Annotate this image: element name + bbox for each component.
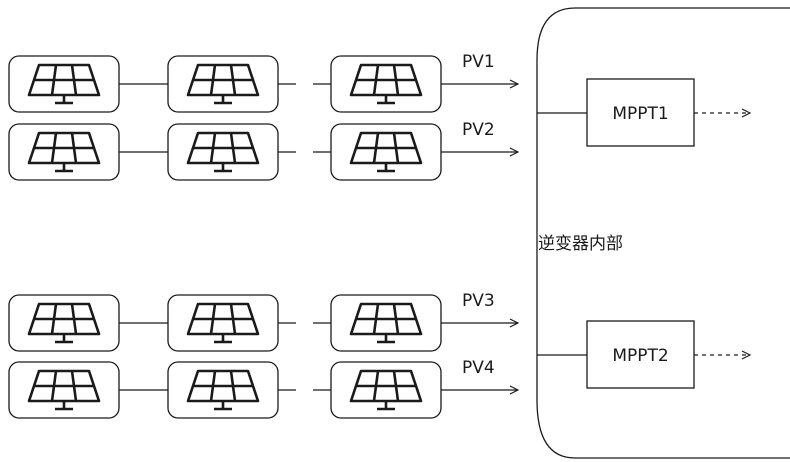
string-pv1: PV1 <box>7 52 518 114</box>
solar-panel-icon <box>329 54 443 114</box>
solar-panel-icon <box>329 360 443 420</box>
solar-panel-icon <box>7 293 121 353</box>
solar-panel-icon <box>329 293 443 353</box>
solar-panel-icon <box>329 122 443 182</box>
solar-panel-icon <box>166 293 280 353</box>
mppt-box <box>586 78 695 147</box>
solar-panel-icon <box>166 54 280 114</box>
string-pv4: PV4 <box>7 358 518 420</box>
mppt1-block: MPPT1 <box>537 78 750 147</box>
solar-panel-icon <box>166 360 280 420</box>
mppt2-block: MPPT2 <box>537 320 750 389</box>
string-label: PV1 <box>462 52 495 72</box>
mppt-label: MPPT2 <box>612 346 668 366</box>
solar-panel-icon <box>7 54 121 114</box>
string-label: PV3 <box>462 291 495 311</box>
mppt-label: MPPT1 <box>612 104 668 124</box>
inverter-boundary <box>536 7 790 459</box>
solar-panel-icon <box>166 122 280 182</box>
string-pv2: PV2 <box>7 120 518 182</box>
solar-panel-icon <box>7 360 121 420</box>
string-label: PV4 <box>462 358 495 378</box>
inverter-label: 逆变器内部 <box>538 234 623 254</box>
string-pv3: PV3 <box>7 291 518 353</box>
string-label: PV2 <box>462 120 495 140</box>
mppt-box <box>586 320 695 389</box>
solar-panel-icon <box>7 122 121 182</box>
